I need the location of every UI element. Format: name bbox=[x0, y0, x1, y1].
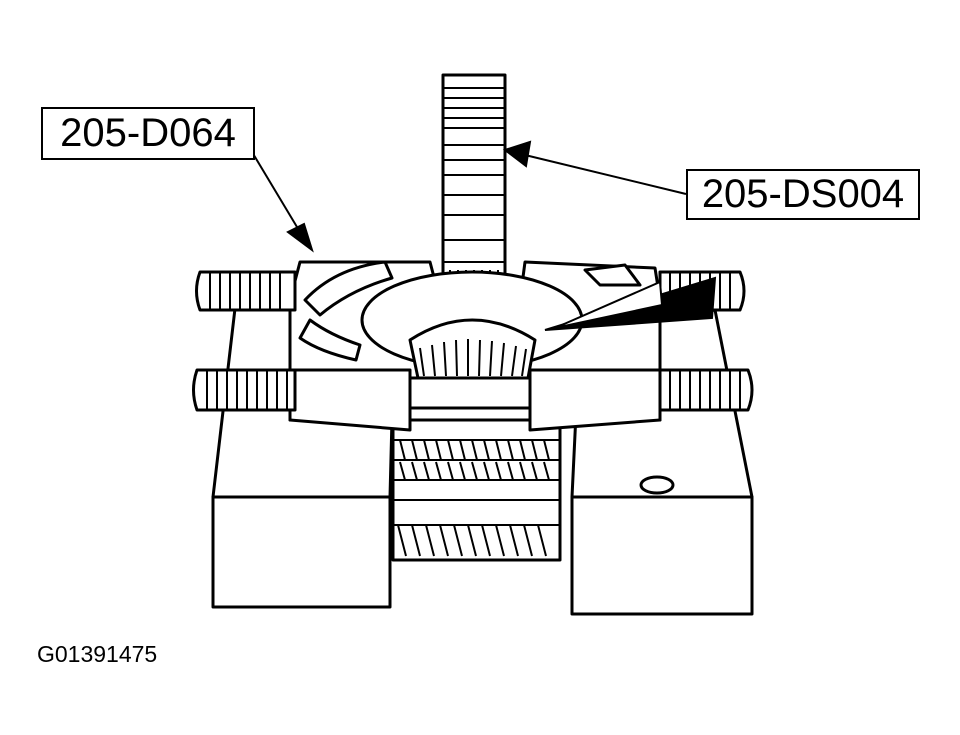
tool-callout-205-ds004: 205-DS004 bbox=[686, 169, 920, 220]
tool-callout-label: 205-DS004 bbox=[701, 172, 905, 216]
base-hole bbox=[639, 475, 675, 495]
bearing bbox=[408, 318, 537, 380]
press-base-left bbox=[211, 495, 392, 609]
shaft-splines bbox=[443, 87, 505, 330]
threaded-rod-lower bbox=[192, 368, 754, 412]
splitter-lower-center bbox=[408, 376, 532, 410]
splitter-slot-left bbox=[303, 260, 394, 317]
splitter-slot-left-2 bbox=[298, 318, 362, 362]
splitter-slot-right bbox=[583, 263, 642, 287]
figure-id: G01391475 bbox=[37, 641, 158, 667]
press-base-right bbox=[570, 495, 754, 616]
callout-arrows bbox=[251, 140, 717, 331]
splitter-lower-left bbox=[288, 368, 412, 432]
gear-teeth bbox=[397, 439, 550, 557]
splitter-lower-right bbox=[528, 368, 662, 432]
tool-callout-label: 205-D064 bbox=[60, 111, 236, 155]
tool-callout-205-d064: 205-D064 bbox=[41, 107, 255, 160]
direction-arrow-mid bbox=[554, 280, 664, 329]
